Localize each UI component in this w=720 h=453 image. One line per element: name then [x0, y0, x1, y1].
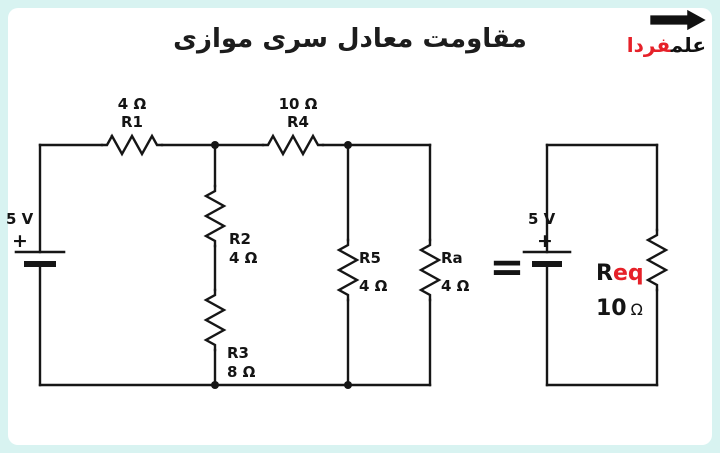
junction-dot	[344, 381, 352, 389]
junction-dot	[211, 381, 219, 389]
equivalent-circuit	[522, 143, 669, 387]
r4-value-label: 10 Ω	[279, 95, 318, 113]
r3-name-label: R3	[227, 344, 249, 362]
arrow-right-icon	[650, 9, 706, 31]
resistor-r1-symbol	[100, 133, 164, 157]
resistor-r4-symbol	[261, 133, 325, 157]
r1-value-label: 4 Ω	[118, 95, 147, 113]
brand-logo: علمفردا	[627, 8, 706, 56]
r4-name-label: R4	[287, 113, 309, 131]
junction-dot	[211, 141, 219, 149]
junction-dot	[344, 141, 352, 149]
source-right-plus-label: +	[537, 230, 553, 252]
req-value-unit: Ω	[631, 300, 643, 319]
req-value-number: 10	[596, 296, 627, 321]
r5-name-label: R5	[359, 249, 381, 267]
r2-value-label: 4 Ω	[229, 249, 258, 267]
equals-sign: =	[489, 242, 524, 291]
brand-word-red: فردا	[626, 33, 671, 57]
junction-dots	[211, 141, 352, 389]
resistor-ra-symbol	[418, 238, 442, 302]
req-label: Req	[596, 261, 644, 286]
req-label-r: R	[596, 261, 613, 286]
source-left-plus-label: +	[12, 230, 28, 252]
brand-word-black: علم	[670, 33, 706, 57]
source-left-voltage-label: 5 V	[6, 210, 34, 228]
r5-value-label: 4 Ω	[359, 277, 388, 295]
req-label-eq: eq	[613, 261, 644, 286]
arrow-right-shape	[650, 9, 706, 31]
r1-name-label: R1	[121, 113, 143, 131]
brand-text: علمفردا	[627, 34, 706, 56]
resistor-r3-symbol	[203, 288, 227, 352]
content-panel	[8, 8, 712, 445]
page-title: مقاومت معادل سری موازی	[173, 24, 527, 54]
r2-name-label: R2	[229, 230, 251, 248]
source-right-voltage-label: 5 V	[528, 210, 556, 228]
resistor-r2-symbol	[203, 184, 227, 248]
r3-value-label: 8 Ω	[227, 363, 256, 381]
ra-value-label: 4 Ω	[441, 277, 470, 295]
resistor-r5-symbol	[336, 238, 360, 302]
resistor-req-symbol	[645, 228, 669, 292]
ra-name-label: Ra	[441, 249, 463, 267]
